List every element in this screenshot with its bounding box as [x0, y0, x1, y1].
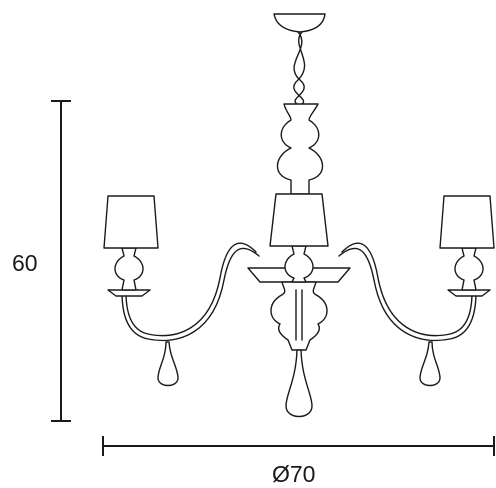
left-bobeche	[107, 289, 151, 297]
central-column-ornament	[276, 103, 324, 195]
right-arm	[341, 242, 473, 337]
height-dimension-label: 60	[12, 250, 38, 276]
right-lamp-shade	[439, 195, 495, 249]
left-lamp-shade	[103, 195, 159, 249]
height-dimension-line	[51, 100, 71, 422]
center-glass-drop	[285, 349, 313, 418]
ceiling-canopy	[273, 13, 326, 33]
right-bobeche	[447, 289, 491, 297]
suspension-cable	[293, 31, 306, 105]
right-glass-drop	[419, 341, 441, 387]
left-holder-ornament	[114, 247, 144, 291]
left-arm	[125, 242, 257, 337]
left-glass-drop	[157, 341, 179, 387]
diameter-dimension-label: Ø70	[272, 461, 316, 487]
width-dimension-line	[102, 436, 495, 456]
center-holder-ornament	[284, 245, 314, 283]
center-lamp-shade	[269, 193, 329, 247]
central-stem-ornament	[270, 281, 328, 351]
right-holder-ornament	[454, 247, 484, 291]
